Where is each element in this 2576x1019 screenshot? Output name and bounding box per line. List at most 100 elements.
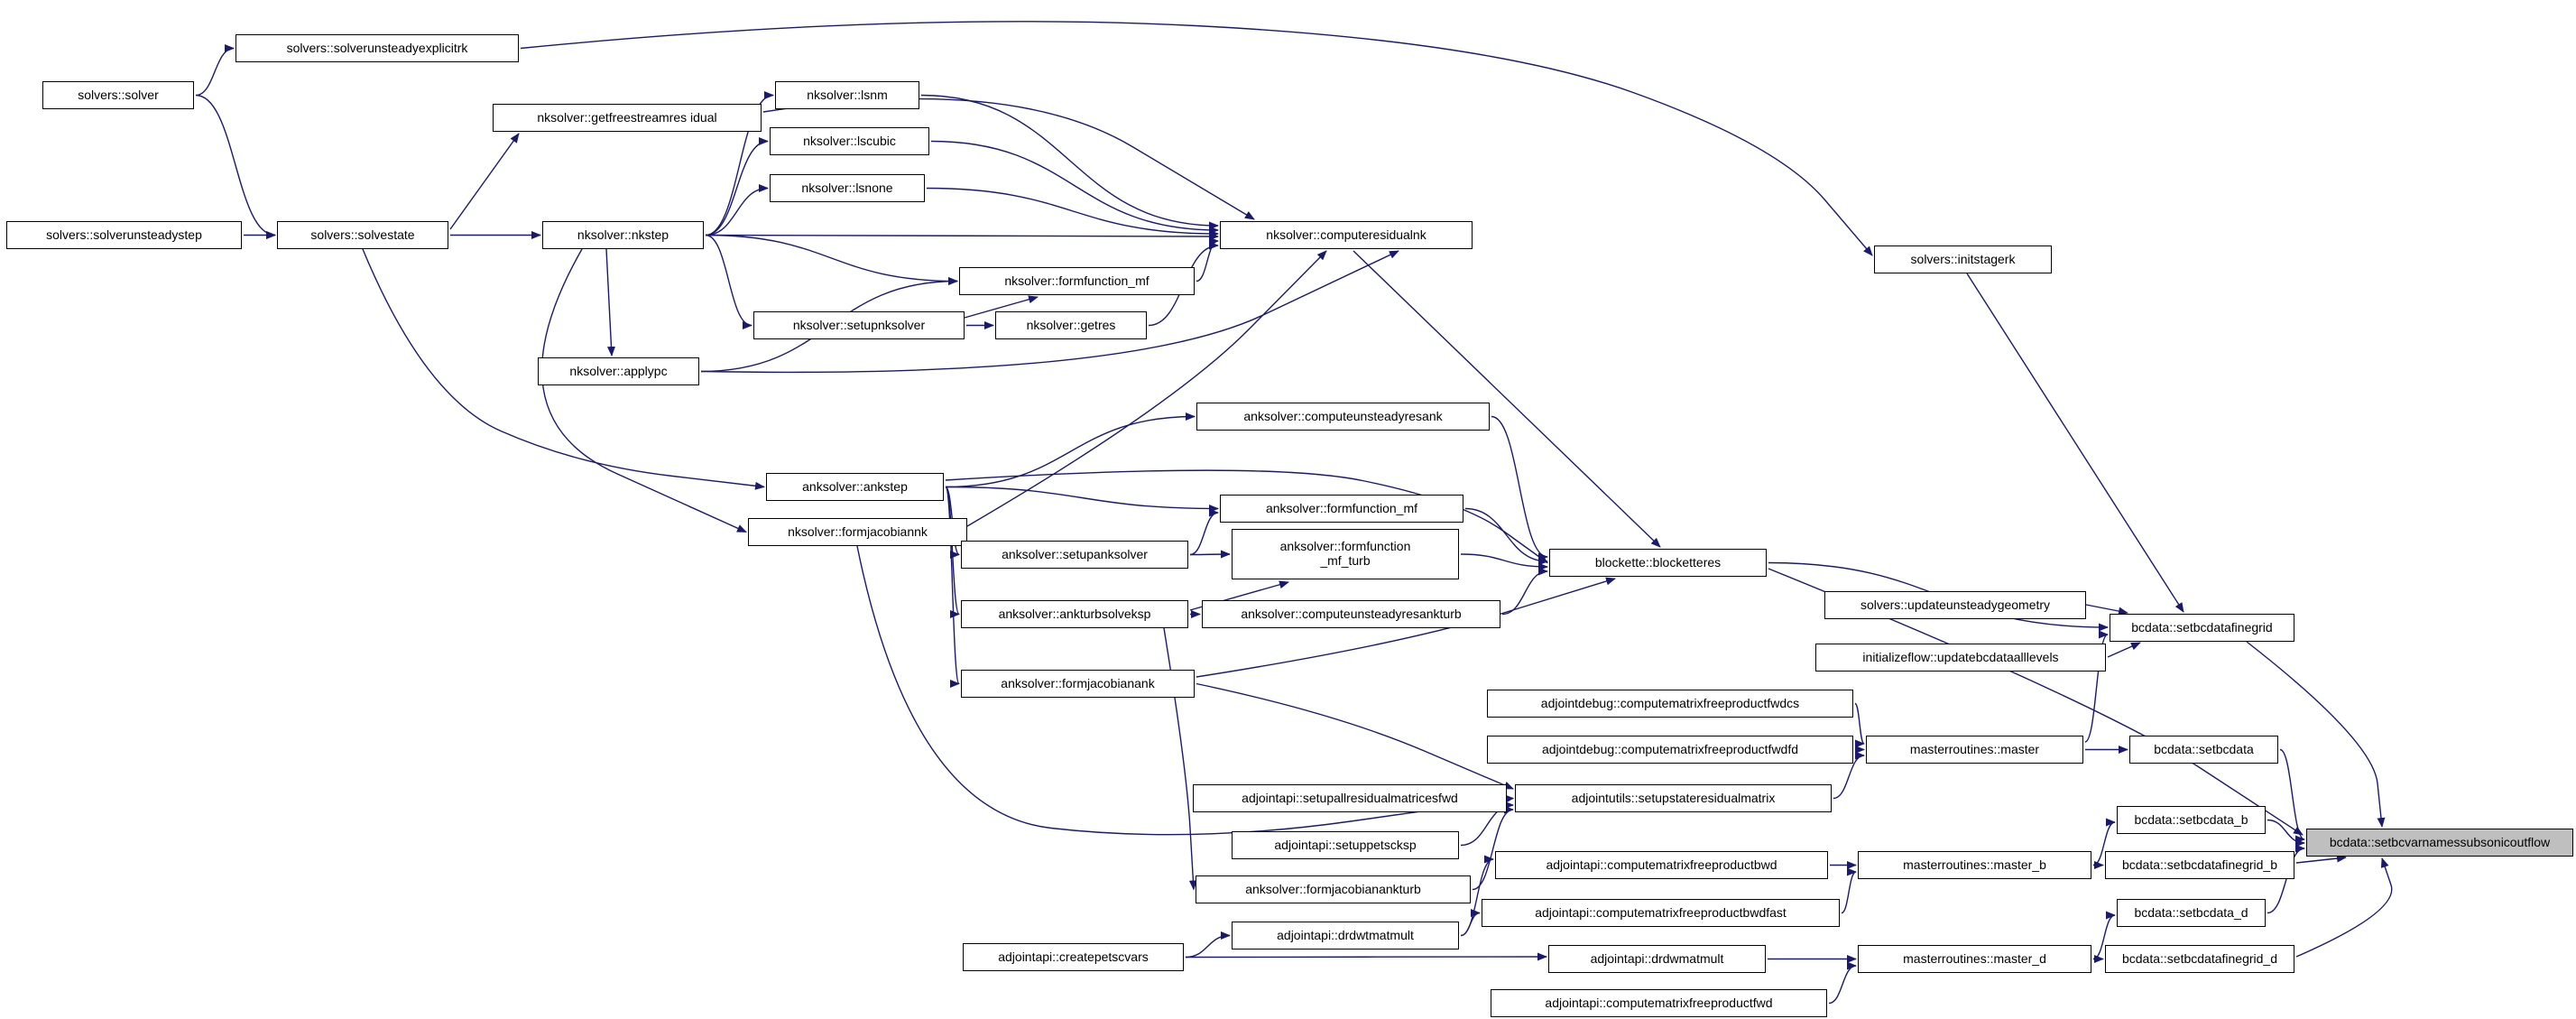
node-blocketteres[interactable]: blockette::blocketteres [1549,549,1767,577]
edge-setbcdata_d-to-setbcvarnamessubsonicoutflow [2267,844,2305,914]
node-setbcdata[interactable]: bcdata::setbcdata [2129,736,2278,764]
node-createpetscvars[interactable]: adjointapi::createpetscvars [963,943,1184,971]
edge-applypc-to-computeresidualnk [700,250,1399,374]
node-setuppetscksp[interactable]: adjointapi::setuppetscksp [1232,831,1459,859]
edge-ankturbsolveksp-to-formjacobianankturb [1163,627,1197,891]
node-ank_formfunction_mf[interactable]: anksolver::formfunction_mf [1220,495,1463,523]
edge-setbcdata_b-to-setbcvarnamessubsonicoutflow [2267,819,2305,848]
node-computematrixfreeproductfwd[interactable]: adjointapi::computematrixfreeproductfwd [1491,989,1827,1017]
node-getres[interactable]: nksolver::getres [995,311,1147,339]
node-updateunsteadygeometry[interactable]: solvers::updateunsteadygeometry [1824,591,2086,619]
edge-computeunsteadyresank-to-blocketteres [1491,415,1548,561]
edge-computeresidualnk-to-blocketteres [1353,250,1661,548]
edge-formjacobianank-to-setupstateresidualmatrix [1196,682,1514,790]
edge-nkstep-to-lsnone [705,184,769,236]
edge-createpetscvars-to-drdwtmatmult [1185,931,1231,959]
edge-nkstep-to-setupnksolver [705,234,752,329]
edge-ankstep-to-blocketteres [945,469,1548,564]
edge-ank_formfunction_mf-to-blocketteres [1464,507,1548,566]
node-fwdcs[interactable]: adjointdebug::computematrixfreeproductfw… [1487,690,1853,718]
node-master_d[interactable]: masterroutines::master_d [1858,945,2091,973]
edge-nkstep-to-lsnm [705,91,774,236]
edge-solverunsteadyexplicitrk-to-initstagerk [520,21,1873,256]
node-setbcdata_d[interactable]: bcdata::setbcdata_d [2117,899,2266,927]
edge-setbcdatafinegrid_d-to-setbcvarnamessubsonicoutflow [2295,857,2393,958]
node-solvestate[interactable]: solvers::solvestate [277,221,448,249]
node-computeunsteadyresankturb[interactable]: anksolver::computeunsteadyresankturb [1202,600,1500,628]
node-solver[interactable]: solvers::solver [42,81,194,109]
edge-computematrixfreeproductfwd-to-master_d [1828,961,1857,1005]
edge-setbcdata-to-setbcvarnamessubsonicoutflow [2279,748,2305,844]
node-lsnm[interactable]: nksolver::lsnm [775,81,919,109]
edge-ankstep-to-ank_formfunction_mf [945,486,1219,513]
node-formjacobianankturb[interactable]: anksolver::formjacobianankturb [1196,875,1471,903]
node-fwdfd[interactable]: adjointdebug::computematrixfreeproductfw… [1487,736,1853,764]
edge-drdwtmatmult-to-computematrixfreeproductbwdfast [1460,909,1481,937]
edge-computematrixfreeproductbwdfast-to-master_b [1841,867,1857,914]
edge-nkstep-to-formjacobiannk [540,248,747,533]
edge-solvestate-to-getfreestreamresidual [449,133,520,230]
edge-updatebcdataalllevels-to-setbcdatafinegrid [2107,642,2141,658]
node-nkstep[interactable]: nksolver::nkstep [542,221,704,249]
edge-solvestate-to-ankstep [362,248,765,490]
edge-initstagerk-to-setbcdatafinegrid [1966,273,2184,613]
node-lscubic[interactable]: nksolver::lscubic [770,127,929,155]
edge-fwdcs-to-master [1854,702,1865,748]
edge-nkstep-to-applypc [605,248,615,357]
node-setbcdata_b[interactable]: bcdata::setbcdata_b [2117,806,2266,834]
node-setupallresidualmatricesfwd[interactable]: adjointapi::setupallresidualmatricesfwd [1193,784,1507,812]
node-lsnone[interactable]: nksolver::lsnone [770,174,925,202]
node-formjacobianank[interactable]: anksolver::formjacobianank [961,670,1195,698]
edge-createpetscvars-to-drdwmatmult [1185,952,1547,961]
node-master[interactable]: masterroutines::master [1866,736,2083,764]
node-setupnksolver[interactable]: nksolver::setupnksolver [753,311,965,339]
node-solverunsteadyexplicitrk[interactable]: solvers::solverunsteadyexplicitrk [235,34,519,62]
edge-setbcdatafinegrid_b-to-setbcvarnamessubsonicoutflow [2295,854,2347,864]
edge-updateunsteadygeometry-to-setbcdatafinegrid [2085,604,2128,616]
edge-computeunsteadyresankturb-to-blocketteres [1501,567,1548,616]
node-master_b[interactable]: masterroutines::master_b [1858,851,2091,879]
edge-formjacobiannk-to-computeresidualnk [966,250,1327,527]
node-initstagerk[interactable]: solvers::initstagerk [1874,245,2052,273]
edge-ankstep-to-computeunsteadyresank [945,412,1196,488]
edge-setbcdatafinegrid-to-setbcvarnamessubsonicoutflow [2246,641,2386,828]
node-setbcdatafinegrid_b[interactable]: bcdata::setbcdatafinegrid_b [2105,851,2294,879]
node-computematrixfreeproductbwdfast[interactable]: adjointapi::computematrixfreeproductbwdf… [1482,899,1840,927]
edge-setupanksolver-to-ank_formfunction_mf [1189,508,1219,556]
node-setbcdatafinegrid[interactable]: bcdata::setbcdatafinegrid [2110,614,2294,642]
node-formjacobiannk[interactable]: nksolver::formjacobiannk [748,518,967,546]
node-computeresidualnk[interactable]: nksolver::computeresidualnk [1220,221,1473,249]
edge-nk_formfunction_mf-to-computeresidualnk [1196,236,1219,283]
edge-solver-to-solverunsteadyexplicitrk [195,44,235,97]
edge-nkstep-to-computeresidualnk [705,232,1219,241]
node-nk_formfunction_mf[interactable]: nksolver::formfunction_mf [959,267,1195,295]
edge-setupstateresidualmatrix-to-master [1833,751,1865,800]
node-setbcdatafinegrid_d[interactable]: bcdata::setbcdatafinegrid_d [2105,945,2294,973]
edge-solver-to-solvestate [195,94,276,239]
node-setupstateresidualmatrix[interactable]: adjointutils::setupstateresidualmatrix [1515,784,1832,812]
edge-lscubic-to-computeresidualnk [930,140,1219,235]
node-solverunsteadystep[interactable]: solvers::solverunsteadystep [6,221,242,249]
edge-ankstep-to-formjacobianank [945,486,960,688]
edge-lsnm-to-computeresidualnk [920,94,1219,230]
node-setupanksolver[interactable]: anksolver::setupanksolver [961,541,1188,569]
node-setbcvarnamessubsonicoutflow: bcdata::setbcvarnamessubsonicoutflow [2306,829,2573,857]
node-computeunsteadyresank[interactable]: anksolver::computeunsteadyresank [1196,403,1490,431]
edge-setupanksolver-to-ank_formfunction_mf_turb [1189,550,1231,559]
node-updatebcdataalllevels[interactable]: initializeflow::updatebcdataalllevels [1815,644,2106,672]
edge-formjacobiannk-to-setupstateresidualmatrix [856,545,1514,836]
edge-master-to-setbcdatafinegrid [2084,630,2109,743]
edge-ank_formfunction_mf_turb-to-blocketteres [1460,553,1548,571]
edge-lsnone-to-computeresidualnk [926,187,1219,238]
node-drdwtmatmult[interactable]: adjointapi::drdwtmatmult [1232,922,1459,950]
node-ank_formfunction_mf_turb[interactable]: anksolver::formfunction _mf_turb [1232,529,1459,579]
node-ankturbsolveksp[interactable]: anksolver::ankturbsolveksp [961,600,1188,628]
node-drdwmatmult[interactable]: adjointapi::drdwmatmult [1548,945,1766,973]
edge-nkstep-to-lscubic [705,137,769,236]
node-getfreestreamresidual[interactable]: nksolver::getfreestreamres idual [493,104,762,132]
node-applypc[interactable]: nksolver::applypc [538,357,699,385]
node-ankstep[interactable]: anksolver::ankstep [766,473,944,501]
node-computematrixfreeproductbwd[interactable]: adjointapi::computematrixfreeproductbwd [1495,851,1828,879]
